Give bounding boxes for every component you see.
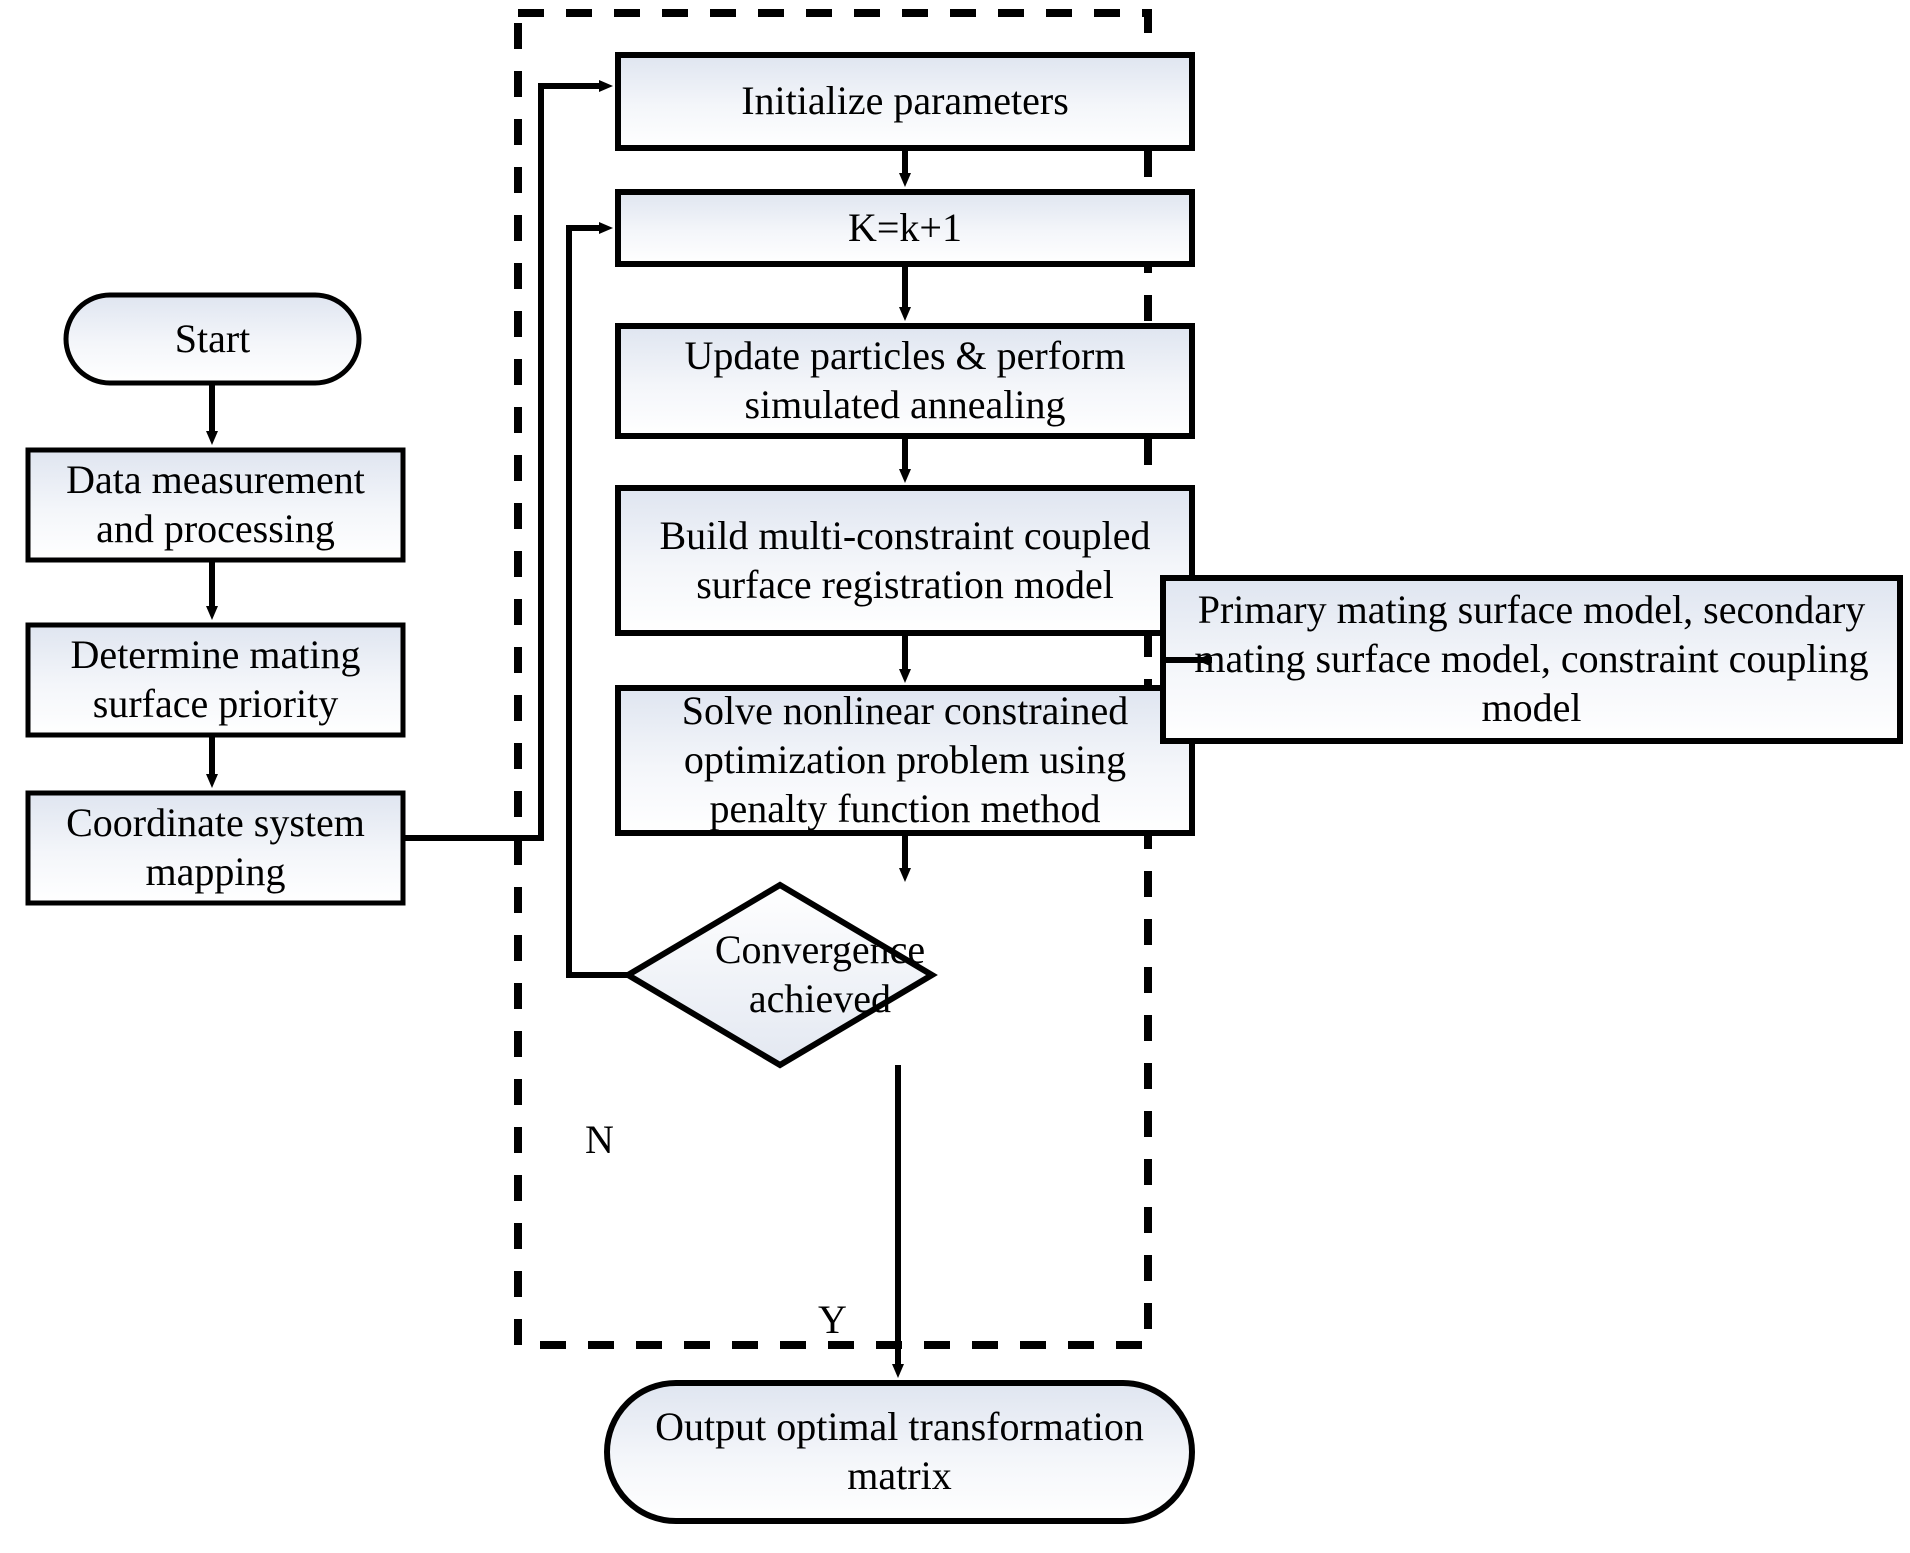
- node-update-particles-shape[interactable]: [615, 323, 1195, 439]
- node-increment-shape[interactable]: [615, 189, 1195, 267]
- node-start-shape[interactable]: [63, 292, 362, 386]
- node-convergence-shape[interactable]: [622, 881, 938, 1069]
- node-initialize-shape[interactable]: [615, 52, 1195, 151]
- edge-mapping-to-initialize: [403, 80, 613, 841]
- dashed-group-border: [514, 9, 1152, 1349]
- edge-convergence-no-loop: [566, 222, 628, 978]
- node-data-measurement-shape[interactable]: [25, 447, 406, 563]
- node-build-model-shape[interactable]: [615, 485, 1195, 636]
- edge-label-no: N: [585, 1117, 614, 1162]
- node-solve-shape[interactable]: [615, 685, 1195, 836]
- node-coordinate-mapping-shape[interactable]: [25, 790, 406, 906]
- node-determine-priority-shape[interactable]: [25, 622, 406, 738]
- edge-label-yes: Y: [818, 1297, 847, 1342]
- node-models-input-shape[interactable]: [1160, 575, 1903, 744]
- node-output-shape[interactable]: [604, 1380, 1195, 1524]
